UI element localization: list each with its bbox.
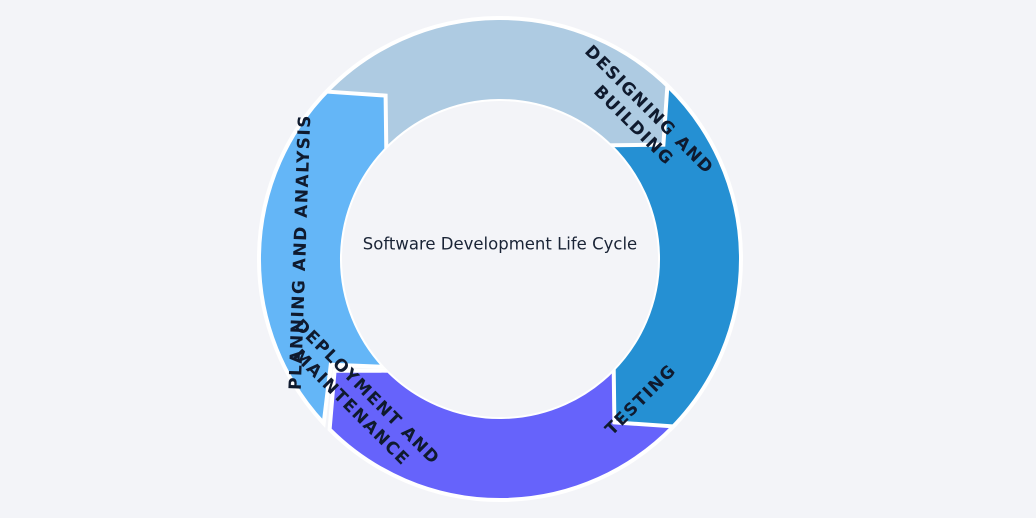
center-circle — [342, 101, 658, 417]
center-title: Software Development Life Cycle — [363, 235, 637, 254]
